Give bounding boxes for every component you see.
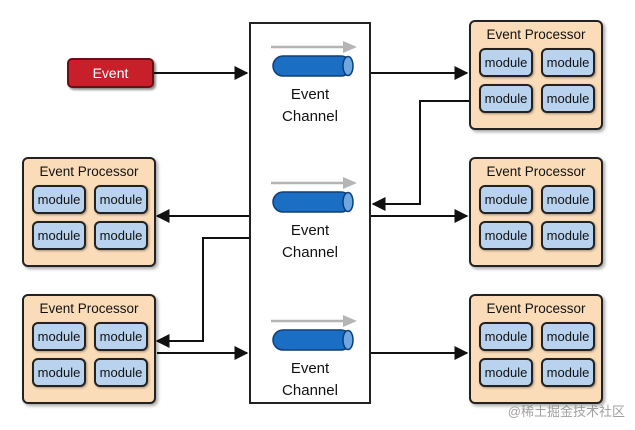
edge-channel-2-to-processor-bl xyxy=(155,237,249,348)
module-box: module xyxy=(94,358,148,387)
module-box: module xyxy=(32,221,86,250)
module-box: module xyxy=(32,322,86,351)
event-processor-mid-left: Event Processor module module module mod… xyxy=(22,157,156,267)
module-box: module xyxy=(479,185,533,214)
module-box: module xyxy=(479,48,533,77)
processor-title: Event Processor xyxy=(486,164,586,179)
event-processor-bottom-right: Event Processor module module module mod… xyxy=(469,294,603,404)
module-box: module xyxy=(94,221,148,250)
flow-direction-arrow-icon xyxy=(271,315,357,327)
event-processor-bottom-left: Event Processor module module module mod… xyxy=(22,294,156,404)
module-box: module xyxy=(32,358,86,387)
event-label: Event xyxy=(92,65,129,81)
channel-pipe-icon xyxy=(272,329,354,351)
module-box: module xyxy=(541,221,595,250)
module-box: module xyxy=(541,358,595,387)
edge-processor-tr-to-channel-2 xyxy=(371,100,469,211)
channel-label: Event Channel xyxy=(282,86,338,125)
processor-title: Event Processor xyxy=(39,301,139,316)
channel-pipe-icon xyxy=(272,191,354,213)
initial-event-box: Event xyxy=(67,58,154,88)
channel-label: Event Channel xyxy=(282,360,338,399)
module-box: module xyxy=(479,221,533,250)
event-processor-mid-right: Event Processor module module module mod… xyxy=(469,157,603,267)
module-box: module xyxy=(541,185,595,214)
module-box: module xyxy=(541,84,595,113)
processor-title: Event Processor xyxy=(486,27,586,42)
watermark-text: @稀土掘金技术社区 xyxy=(507,404,625,419)
flow-direction-arrow-icon xyxy=(271,177,357,189)
module-box: module xyxy=(541,322,595,351)
event-channel-1: Event Channel xyxy=(251,40,369,150)
event-processor-top-right: Event Processor module module module mod… xyxy=(469,20,603,130)
module-box: module xyxy=(479,322,533,351)
channel-pipe-icon xyxy=(272,55,354,77)
flow-direction-arrow-icon xyxy=(271,41,357,53)
processor-title: Event Processor xyxy=(486,301,586,316)
event-channel-2: Event Channel xyxy=(251,176,369,286)
module-box: module xyxy=(94,185,148,214)
processor-title: Event Processor xyxy=(39,164,139,179)
module-box: module xyxy=(479,84,533,113)
module-box: module xyxy=(479,358,533,387)
module-box: module xyxy=(94,322,148,351)
event-channel-3: Event Channel xyxy=(251,314,369,424)
module-box: module xyxy=(32,185,86,214)
channel-label: Event Channel xyxy=(282,222,338,261)
event-mediator: Event Channel Event Channel Event Channe xyxy=(249,22,371,404)
module-box: module xyxy=(541,48,595,77)
